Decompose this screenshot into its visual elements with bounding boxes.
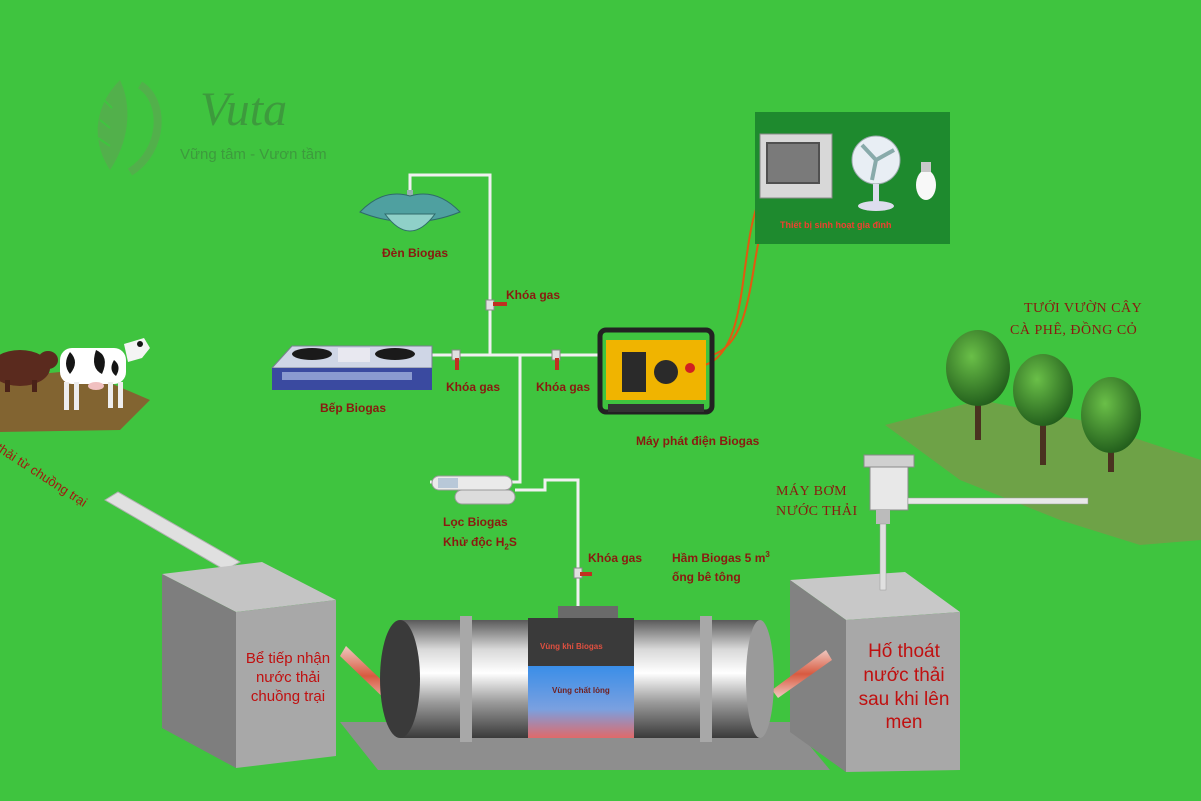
generator-label: Máy phát điện Biogas [636,434,760,448]
appliances-caption: Thiết bị sinh hoạt gia đình [780,220,892,230]
inlet-tank-label: Bể tiếp nhận nước thải chuồng trại [245,650,331,705]
logo-leaf-icon [97,80,162,176]
valve-label-left: Khóa gas [446,380,501,394]
outlet-tank-label: Hố thoát nước thải sau khi lên men [858,641,950,734]
gas-pipes [408,173,600,620]
outlet-tank [790,572,960,772]
fan-icon [851,135,901,211]
manure-chute [104,491,242,571]
pig-icon [0,350,58,392]
gas-valve-icon [573,567,592,579]
stove-label: Bếp Biogas [320,401,387,415]
lamp-label: Đèn Biogas [382,246,449,260]
filter-label-line2: Khử độc H2S [443,535,517,552]
gas-filter-icon [431,475,516,505]
cow-icon [60,338,150,410]
gas-valve-icon [451,349,461,370]
irrigation-label-line2: CÀ PHÊ, ĐỒNG CỎ [1010,323,1138,338]
tank-liquid-zone-label: Vùng chất lỏng [552,686,610,695]
biogas-lamp-icon [359,190,461,232]
valve-label-right: Khóa gas [536,380,591,394]
light-bulb-icon [916,162,936,200]
valve-label-tank: Khóa gas [588,551,643,565]
pump-label-line2: NƯỚC THẢI [776,504,858,519]
outlet-pipe [772,650,832,698]
tree-icon [946,330,1141,472]
tank-label-line1: Hầm Biogas 5 m3 [672,550,770,565]
tank-label-line2: ống bê tông [672,570,741,584]
pump-label-line1: MÁY BƠM [776,484,848,499]
gas-valve-icon [551,349,561,370]
logo-slogan: Vững tâm - Vươn tầm [180,146,327,163]
tank-gas-zone-label: Vùng khí Biogas [540,642,603,651]
stove-icon [270,345,433,390]
logo-name: Vuta [200,83,288,136]
digester-tank [380,606,774,742]
tv-icon [759,133,833,199]
valve-label-top: Khóa gas [506,288,561,302]
filter-label-line1: Lọc Biogas [443,515,508,529]
irrigation-label-line1: TƯỚI VƯỜN CÂY [1024,301,1143,316]
gas-valve-icon [485,299,507,311]
inlet-tank [162,562,336,768]
generator-icon [597,327,715,415]
water-pump-icon [863,454,1089,591]
